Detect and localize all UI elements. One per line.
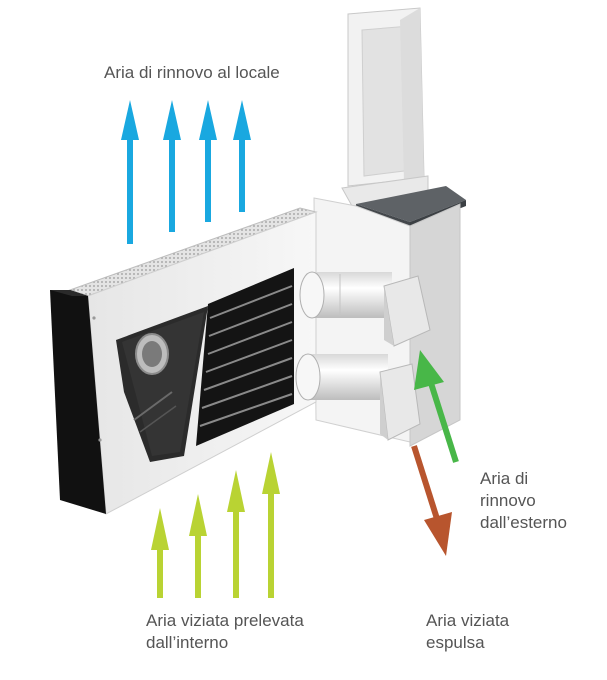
- fresh-air-from-outside-arrow: [414, 350, 459, 463]
- arrow-up-icon: [227, 470, 245, 598]
- label-line: dall’interno: [146, 633, 229, 652]
- label-fresh-air-to-room: Aria di rinnovo al locale: [104, 62, 280, 84]
- label-line: Aria viziata prelevata: [146, 611, 304, 630]
- label-line: espulsa: [426, 633, 485, 652]
- stale-air-expelled-arrow: [411, 445, 452, 556]
- arrow-up-icon: [163, 100, 181, 232]
- label-line: dall’esterno: [480, 513, 567, 532]
- arrow-diagonal-icon: [424, 512, 452, 556]
- upper-duct: [299, 271, 431, 347]
- label-line: Aria viziata: [426, 611, 510, 630]
- arrow-up-icon: [262, 452, 280, 598]
- label-line: rinnovo: [480, 491, 536, 510]
- fresh-air-to-room-arrows: [121, 100, 251, 244]
- arrow-diagonal-icon: [414, 350, 444, 390]
- arrow-up-icon: [233, 100, 251, 212]
- label-stale-air-expelled: Aria viziata espulsa: [426, 610, 509, 654]
- arrow-up-icon: [121, 100, 139, 244]
- arrow-up-icon: [151, 508, 169, 598]
- stale-air-from-inside-arrows: [151, 452, 280, 598]
- label-fresh-air-from-outside: Aria di rinnovo dall’esterno: [480, 468, 567, 534]
- arrow-up-icon: [199, 100, 217, 222]
- label-stale-air-from-inside: Aria viziata prelevata dall’interno: [146, 610, 304, 654]
- lower-duct: [295, 353, 421, 441]
- arrow-up-icon: [189, 494, 207, 598]
- ventilation-unit: [50, 207, 318, 515]
- label-line: Aria di: [480, 469, 529, 488]
- label-line: Aria di rinnovo al locale: [104, 63, 280, 82]
